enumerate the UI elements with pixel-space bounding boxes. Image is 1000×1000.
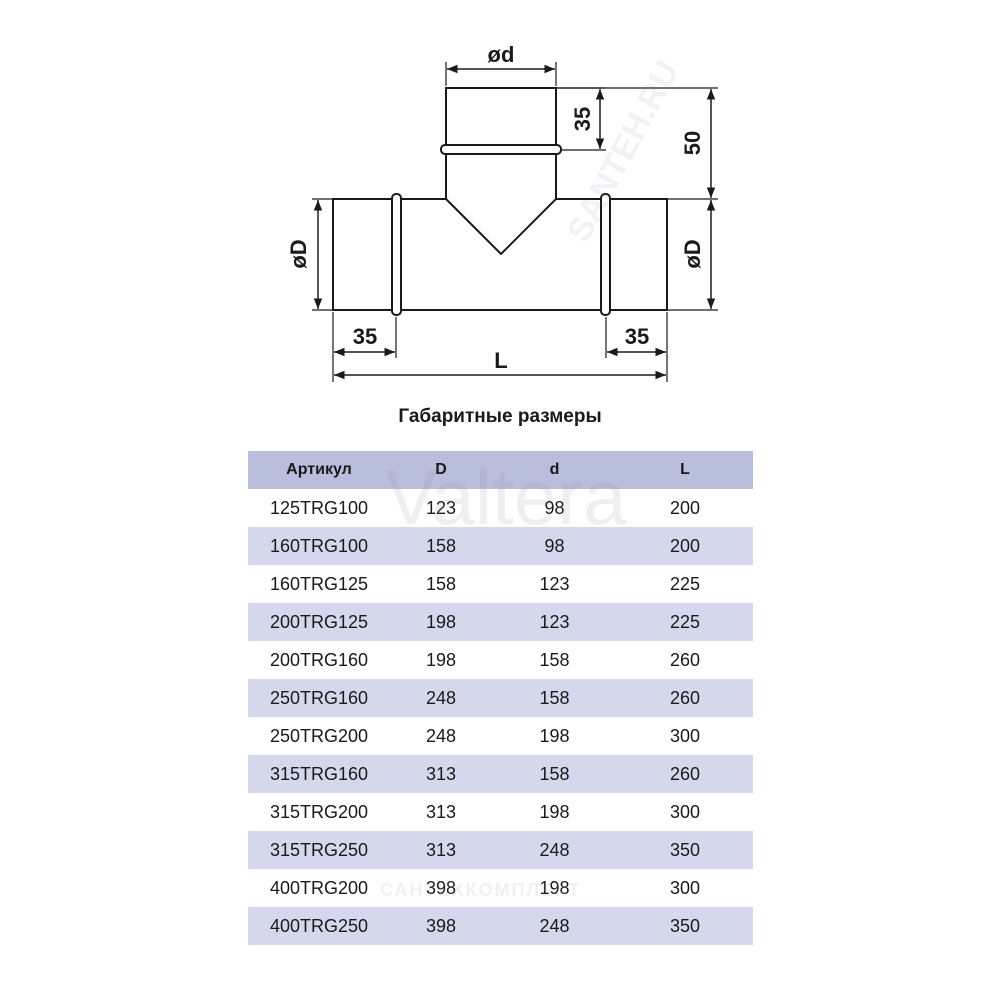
- cell-article: 315TRG200: [248, 793, 390, 831]
- cell-length: 260: [617, 679, 753, 717]
- extension-lines: [312, 62, 718, 382]
- tee-body: [332, 87, 668, 316]
- label-branch-height: 50: [680, 131, 705, 155]
- cell-length: 200: [617, 489, 753, 527]
- cell-main-diameter: 248: [390, 679, 492, 717]
- cell-length: 350: [617, 831, 753, 869]
- label-collar-right: 35: [625, 324, 649, 349]
- cell-main-diameter: 398: [390, 869, 492, 907]
- label-collar-left: 35: [353, 324, 377, 349]
- cell-article: 125TRG100: [248, 489, 390, 527]
- cell-branch-diameter: 248: [492, 831, 617, 869]
- cell-length: 350: [617, 907, 753, 945]
- table-title: Габаритные размеры: [398, 406, 602, 427]
- cell-branch-diameter: 123: [492, 603, 617, 641]
- tee-fitting-drawing: ød 35 50 øD øD 35 35 L: [286, 42, 718, 382]
- cell-length: 200: [617, 527, 753, 565]
- cell-branch-diameter: 198: [492, 717, 617, 755]
- cell-main-diameter: 313: [390, 831, 492, 869]
- main-pipe: [332, 198, 668, 311]
- label-branch-collar: 35: [570, 107, 595, 131]
- cell-branch-diameter: 98: [492, 489, 617, 527]
- right-bead: [600, 193, 611, 316]
- cell-branch-diameter: 158: [492, 641, 617, 679]
- cell-length: 300: [617, 793, 753, 831]
- label-main-diameter-left: øD: [286, 239, 311, 268]
- cell-length: 260: [617, 755, 753, 793]
- dimension-lines: [313, 64, 716, 380]
- cell-branch-diameter: 198: [492, 869, 617, 907]
- cell-article: 315TRG250: [248, 831, 390, 869]
- cell-branch-diameter: 98: [492, 527, 617, 565]
- label-length: L: [494, 348, 507, 373]
- cell-branch-diameter: 198: [492, 793, 617, 831]
- cell-main-diameter: 398: [390, 907, 492, 945]
- cell-main-diameter: 123: [390, 489, 492, 527]
- header-main-diameter: D: [390, 451, 492, 489]
- cell-main-diameter: 198: [390, 641, 492, 679]
- header-article: Артикул: [248, 451, 390, 489]
- weld-seam: [445, 198, 557, 256]
- cell-article: 160TRG100: [248, 527, 390, 565]
- cell-article: 315TRG160: [248, 755, 390, 793]
- cell-article: 250TRG160: [248, 679, 390, 717]
- label-branch-diameter: ød: [488, 42, 515, 67]
- left-bead: [391, 193, 402, 316]
- cell-article: 400TRG200: [248, 869, 390, 907]
- branch-bead: [440, 144, 562, 155]
- header-length: L: [617, 451, 753, 489]
- cell-article: 250TRG200: [248, 717, 390, 755]
- cell-main-diameter: 158: [390, 565, 492, 603]
- cell-length: 300: [617, 717, 753, 755]
- cell-branch-diameter: 248: [492, 907, 617, 945]
- label-main-diameter-right: øD: [680, 239, 705, 268]
- header-branch-diameter: d: [492, 451, 617, 489]
- cell-article: 400TRG250: [248, 907, 390, 945]
- cell-length: 225: [617, 603, 753, 641]
- cell-branch-diameter: 158: [492, 755, 617, 793]
- cell-branch-diameter: 123: [492, 565, 617, 603]
- cell-main-diameter: 313: [390, 755, 492, 793]
- cell-branch-diameter: 158: [492, 679, 617, 717]
- cell-main-diameter: 158: [390, 527, 492, 565]
- branch-pipe: [445, 87, 557, 200]
- cell-length: 260: [617, 641, 753, 679]
- cell-main-diameter: 248: [390, 717, 492, 755]
- cell-length: 225: [617, 565, 753, 603]
- cell-length: 300: [617, 869, 753, 907]
- cell-main-diameter: 313: [390, 793, 492, 831]
- cell-article: 160TRG125: [248, 565, 390, 603]
- table-header-row: Артикул D d L: [248, 451, 753, 489]
- cell-article: 200TRG125: [248, 603, 390, 641]
- cell-article: 200TRG160: [248, 641, 390, 679]
- cell-main-diameter: 198: [390, 603, 492, 641]
